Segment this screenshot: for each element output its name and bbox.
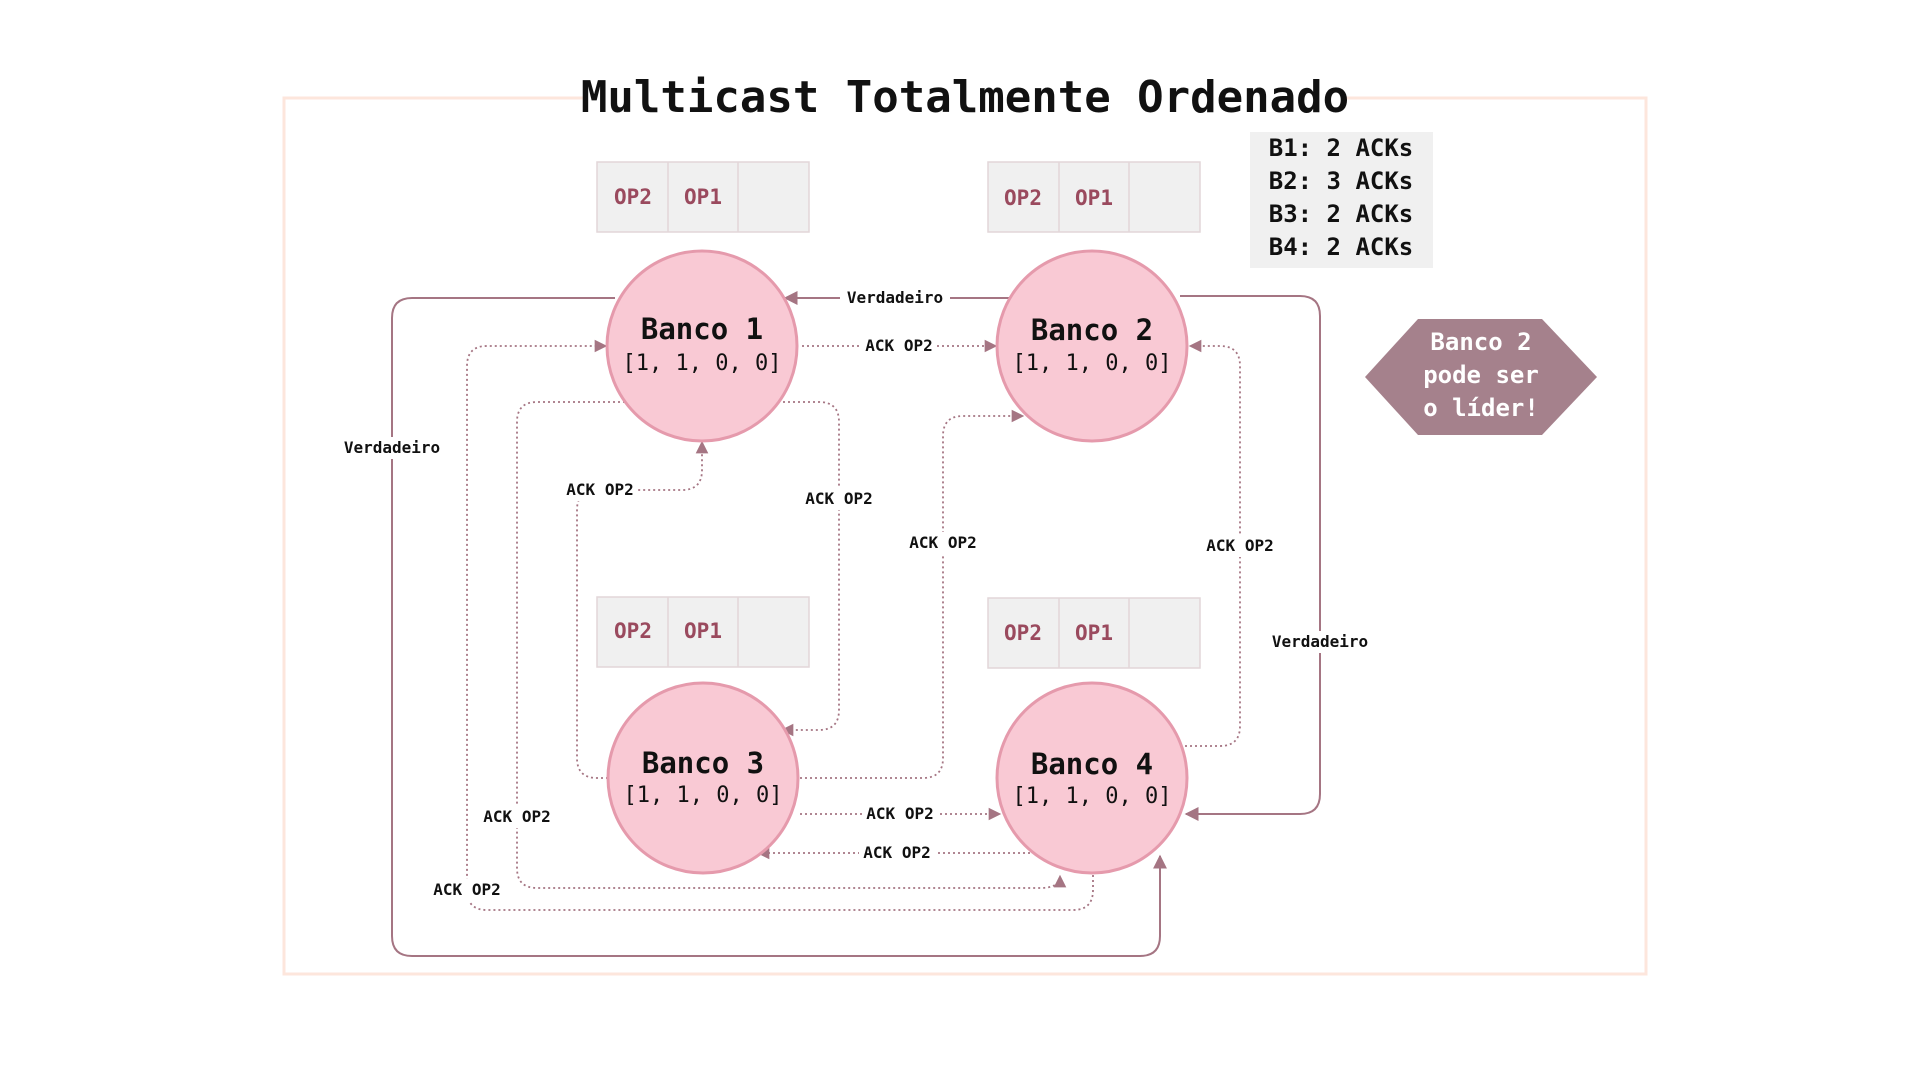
ack-count-line: B3: 2 ACKs xyxy=(1269,200,1414,228)
leader-note-line: o líder! xyxy=(1423,394,1539,422)
edge-label-ack: ACK OP2 xyxy=(805,489,872,508)
ack-count-line: B2: 3 ACKs xyxy=(1269,167,1414,195)
queue-slot: OP1 xyxy=(1075,186,1113,210)
queue-banco-4: OP2 OP1 xyxy=(987,597,1201,669)
edge-ack-b1-b4 xyxy=(516,401,1067,889)
edge-ack-b3-b1 xyxy=(576,440,709,779)
bank-name: Banco 2 xyxy=(1031,313,1153,347)
edge-label-ack: ACK OP2 xyxy=(909,533,976,552)
bank-vector: [1, 1, 0, 0] xyxy=(1013,784,1172,809)
edge-label-verdadeiro: Verdadeiro xyxy=(847,288,943,307)
bank-name: Banco 1 xyxy=(641,312,763,346)
edge-verdadeiro-right xyxy=(1180,295,1321,821)
bank-node-4: Banco 4 [1, 1, 0, 0] xyxy=(995,681,1189,875)
edge-label-ack: ACK OP2 xyxy=(865,336,932,355)
leader-note-line: Banco 2 xyxy=(1430,328,1531,356)
queue-banco-2: OP2 OP1 xyxy=(987,161,1201,233)
bank-vector: [1, 1, 0, 0] xyxy=(624,783,783,808)
bank-vector: [1, 1, 0, 0] xyxy=(623,351,782,376)
bank-node-1: Banco 1 [1, 1, 0, 0] xyxy=(605,249,799,443)
title-backdrop xyxy=(585,70,1345,130)
ack-counts-panel: B1: 2 ACKs B2: 3 ACKs B3: 2 ACKs B4: 2 A… xyxy=(1250,132,1433,268)
edge-ack-b3-b2 xyxy=(800,409,1025,779)
queue-slot: OP2 xyxy=(1004,621,1042,645)
edge-label-ack: ACK OP2 xyxy=(483,807,550,826)
edge-label-ack: ACK OP2 xyxy=(433,880,500,899)
leader-note-line: pode ser xyxy=(1423,361,1539,389)
leader-note: Banco 2 pode ser o líder! xyxy=(1365,319,1597,435)
queue-banco-1: OP2 OP1 xyxy=(596,161,810,233)
queue-slot: OP2 xyxy=(614,185,652,209)
diagram-title: Multicast Totalmente Ordenado xyxy=(581,72,1349,123)
edge-label-ack: ACK OP2 xyxy=(1206,536,1273,555)
queue-slot: OP1 xyxy=(1075,621,1113,645)
bank-node-2: Banco 2 [1, 1, 0, 0] xyxy=(995,249,1189,443)
edge-verdadeiro-left xyxy=(391,297,1167,957)
bank-node-3: Banco 3 [1, 1, 0, 0] xyxy=(606,681,800,875)
edge-ack-b4-b1 xyxy=(466,339,1094,911)
edge-label-ack: ACK OP2 xyxy=(866,804,933,823)
bank-vector: [1, 1, 0, 0] xyxy=(1013,351,1172,376)
edge-label-verdadeiro: Verdadeiro xyxy=(1272,632,1368,651)
queue-banco-3: OP2 OP1 xyxy=(596,596,810,668)
edge-label-ack: ACK OP2 xyxy=(566,480,633,499)
edge-ack-b4-b2 xyxy=(1175,339,1241,747)
bank-name: Banco 3 xyxy=(642,746,764,780)
ack-count-line: B4: 2 ACKs xyxy=(1269,233,1414,261)
bank-name: Banco 4 xyxy=(1031,747,1153,781)
queue-slot: OP2 xyxy=(1004,186,1042,210)
queue-slot: OP1 xyxy=(684,185,722,209)
queue-slot: OP2 xyxy=(614,619,652,643)
edge-ack-b1-b3 xyxy=(780,401,840,737)
ack-count-line: B1: 2 ACKs xyxy=(1269,134,1414,162)
queue-slot: OP1 xyxy=(684,619,722,643)
edge-label-ack: ACK OP2 xyxy=(863,843,930,862)
edge-labels: Verdadeiro Verdadeiro Verdadeiro ACK OP2… xyxy=(340,287,1373,901)
edge-label-verdadeiro: Verdadeiro xyxy=(344,438,440,457)
